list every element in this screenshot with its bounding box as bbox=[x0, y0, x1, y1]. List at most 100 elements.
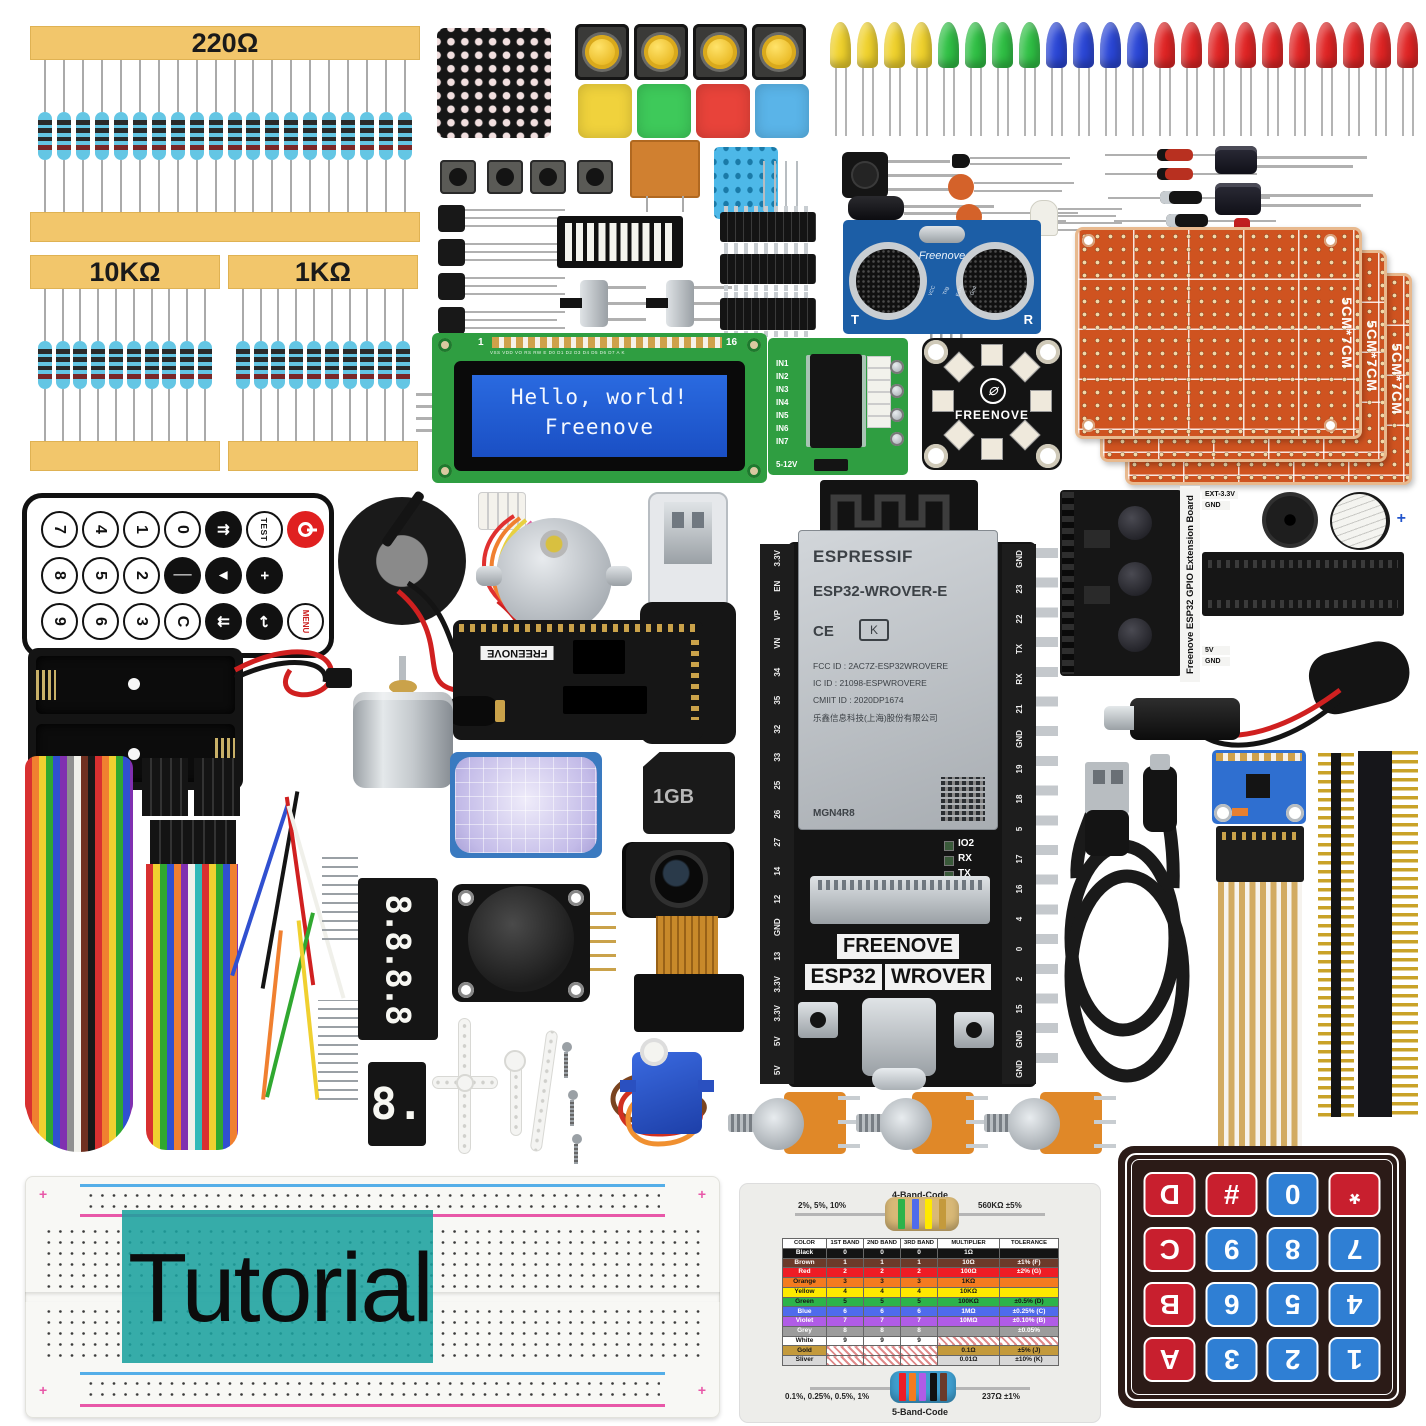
lcd-pin1-label: 1 bbox=[478, 337, 484, 348]
ultrasonic-brand: Freenove bbox=[918, 250, 966, 262]
ce-mark: CE bbox=[813, 623, 834, 640]
ws2812-led bbox=[1030, 390, 1052, 412]
resistor-pack-1kohm: 1KΩ bbox=[228, 255, 418, 471]
pcb-size-label: 5CM*7CM bbox=[1364, 320, 1380, 392]
keypad-key-3: 3 bbox=[1205, 1337, 1257, 1382]
camera-module bbox=[622, 842, 747, 1037]
header-pins bbox=[1036, 548, 1058, 1082]
5v-label: 5V bbox=[1202, 646, 1230, 655]
speaker bbox=[338, 489, 529, 694]
ws2812-led bbox=[943, 351, 975, 383]
lcd-pin-strip bbox=[492, 337, 722, 348]
keypad-key-0: 0 bbox=[1267, 1172, 1319, 1217]
espressif-brand: ESPRESSIF bbox=[813, 547, 913, 566]
pin-label: 4 bbox=[1014, 916, 1024, 922]
keypad-ribbon-cable bbox=[1216, 826, 1306, 1156]
seg1-display: 8. bbox=[368, 1062, 426, 1146]
resistor-tape bbox=[30, 212, 420, 242]
yellow-led bbox=[881, 22, 908, 136]
green-led bbox=[989, 22, 1016, 136]
red-led bbox=[1340, 22, 1367, 136]
qr-code-icon bbox=[941, 777, 985, 821]
zener-diode bbox=[1105, 149, 1257, 162]
pin-label: 18 bbox=[1014, 794, 1024, 804]
freenove-logo-icon: ⌀ bbox=[980, 378, 1006, 404]
led-bargraph bbox=[557, 216, 683, 268]
cert-text: FCC ID : 2AC7Z-ESP32WROVERE IC ID : 21098… bbox=[813, 661, 948, 724]
ws2812-led bbox=[943, 419, 975, 451]
resistor bbox=[36, 289, 54, 441]
keypad-key-2: 2 bbox=[1267, 1337, 1319, 1382]
red-led bbox=[1232, 22, 1259, 136]
resistor-pack-label: 220Ω bbox=[30, 26, 420, 60]
esp32-module-shield: ESPRESSIF ESP32-WROVER-E CE K FCC ID : 2… bbox=[798, 530, 998, 830]
keypad-key-6: 6 bbox=[1205, 1282, 1257, 1327]
gnd-label: GND bbox=[1202, 501, 1230, 510]
power-icon bbox=[298, 521, 317, 537]
cert-line: FCC ID : 2AC7Z-ESP32WROVERE bbox=[813, 661, 949, 671]
resistor bbox=[54, 289, 72, 441]
remote-test-button: TEST bbox=[246, 510, 283, 548]
cert-line: IC ID : 21098-ESPWROVERE bbox=[813, 678, 927, 688]
rail-plus-icon: + bbox=[697, 1186, 706, 1202]
red-led bbox=[1394, 22, 1421, 136]
blue-led bbox=[1124, 22, 1151, 136]
motor-connector bbox=[867, 356, 891, 428]
red-led bbox=[1286, 22, 1313, 136]
resistor bbox=[252, 289, 270, 441]
resistor bbox=[341, 289, 359, 441]
uln-input-label: IN4 bbox=[776, 398, 789, 407]
lcd-pin16-label: 16 bbox=[726, 337, 738, 348]
four-band-example: 560KΩ ±5% bbox=[978, 1201, 1022, 1210]
breadboard-jumper-wires bbox=[230, 790, 358, 1110]
button-cap-red bbox=[696, 84, 750, 138]
remote-control-button: + bbox=[246, 556, 283, 594]
keypad-key-9: 9 bbox=[1205, 1227, 1257, 1272]
four-band-resistor bbox=[885, 1197, 959, 1231]
red-led bbox=[1178, 22, 1205, 136]
lcd-line1: Hello, world! bbox=[510, 385, 689, 409]
module-name: ESP32-WROVER-E bbox=[813, 583, 948, 600]
push-button bbox=[634, 24, 688, 80]
remote-button-1: 1 bbox=[123, 510, 160, 548]
ultrasonic-transmitter bbox=[849, 242, 927, 320]
resistor bbox=[178, 289, 196, 441]
joystick-knob bbox=[468, 886, 574, 992]
led-ring-brand: FREENOVE bbox=[954, 408, 1029, 422]
green-led bbox=[1016, 22, 1043, 136]
ws2812-led bbox=[981, 438, 1003, 460]
slide-switch bbox=[646, 280, 734, 328]
resistor bbox=[320, 60, 339, 212]
uln-input-label: IN1 bbox=[776, 359, 789, 368]
tactile-button bbox=[530, 160, 566, 194]
color-table-header: TOLERANCE bbox=[999, 1238, 1059, 1249]
rail-plus-icon: + bbox=[697, 1382, 706, 1398]
potentiometer bbox=[728, 1084, 860, 1164]
pin-label: 16 bbox=[1014, 884, 1024, 894]
dc-motor bbox=[345, 656, 463, 790]
resistor bbox=[339, 60, 358, 212]
red-led bbox=[1151, 22, 1178, 136]
pin-label: 5 bbox=[1014, 826, 1024, 832]
gnd-label: GND bbox=[1202, 657, 1230, 666]
push-button bbox=[693, 24, 747, 80]
pcb-size-label: 5CM*7CM bbox=[1389, 343, 1405, 415]
en-button bbox=[798, 1002, 838, 1038]
seg4-display: 8.8.8.8 bbox=[358, 878, 438, 1040]
seg1-digit: 8. bbox=[370, 1078, 424, 1130]
resistor bbox=[270, 289, 288, 441]
color-table-header: 2ND BAND bbox=[863, 1238, 901, 1249]
resistor bbox=[93, 60, 112, 212]
resistor bbox=[305, 289, 323, 441]
ws2812-led bbox=[1009, 419, 1041, 451]
resistor bbox=[55, 60, 74, 212]
